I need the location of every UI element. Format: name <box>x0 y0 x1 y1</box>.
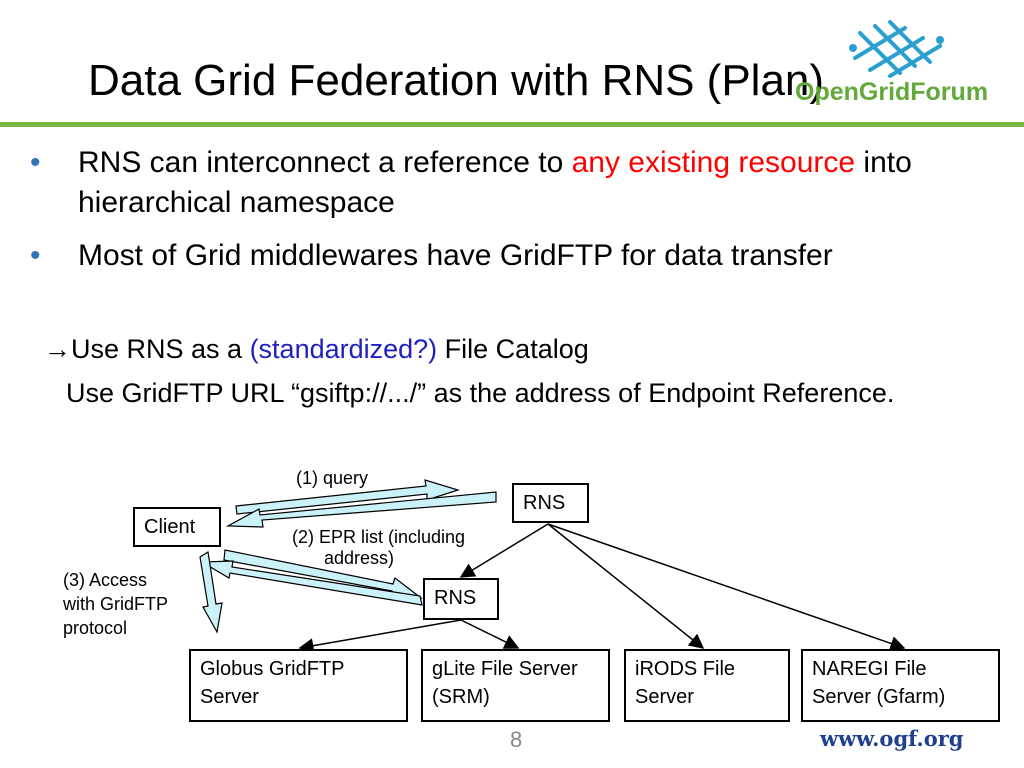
slide-title: Data Grid Federation with RNS (Plan) <box>88 56 825 105</box>
arrow-right-icon: → <box>44 334 71 364</box>
note-1-pre: Use RNS as a <box>71 334 250 364</box>
title-divider <box>0 122 1024 127</box>
rns-to-client-arrow <box>199 560 423 606</box>
note-1-post: File Catalog <box>437 334 589 364</box>
node-rns-mid: RNS <box>423 578 499 620</box>
label-access-line2: with GridFTP <box>63 594 169 614</box>
query-arrow <box>235 479 461 515</box>
edge-rns-top-to-rns-mid <box>459 523 549 578</box>
ogf-logo-text: OpenGridForum <box>795 78 989 106</box>
note-line-2: Use GridFTP URL “gsiftp://.../” as the a… <box>66 378 895 408</box>
edge-rns-mid-to-glite <box>460 619 520 649</box>
node-glite-file-server: gLite File Server (SRM) <box>421 649 610 722</box>
bullet-1-post: into hierarchical namespace <box>78 146 912 219</box>
node-rns-top: RNS <box>512 483 589 523</box>
node-irods-file-server: iRODS File Server <box>624 649 790 722</box>
edge-rns-mid-to-globus <box>298 619 462 654</box>
bullet-1-pre: RNS can interconnect a reference to <box>78 146 572 179</box>
epr-arrow <box>225 491 497 528</box>
bullet-dot-icon: • <box>30 239 41 272</box>
node-client: Client <box>133 507 221 547</box>
page-number: 8 <box>510 727 523 752</box>
access-arrow <box>199 551 223 634</box>
label-epr-line1: (2) EPR list (including <box>292 527 466 547</box>
bullet-1-highlight: any existing resource <box>571 146 856 179</box>
bullet-1: • RNS can interconnect a reference to an… <box>30 143 980 223</box>
label-access-line1: (3) Access <box>63 570 148 590</box>
label-epr-line2: address) <box>324 548 395 568</box>
label-query: (1) query <box>296 468 369 488</box>
website-url: www.ogf.org <box>820 726 964 751</box>
note-line-1: →Use RNS as a (standardized?) File Catal… <box>44 331 589 367</box>
bullet-dot-icon: • <box>30 146 41 179</box>
edge-rns-top-to-naregi <box>547 523 906 651</box>
bullet-2-text: Most of Grid middlewares have GridFTP fo… <box>78 239 833 272</box>
note-1-highlight: (standardized?) <box>249 334 438 364</box>
bullet-2: • Most of Grid middlewares have GridFTP … <box>30 236 980 276</box>
node-naregi-file-server: NAREGI File Server (Gfarm) <box>801 649 1000 722</box>
label-access-line3: protocol <box>63 618 128 638</box>
node-globus-gridftp-server: Globus GridFTP Server <box>189 649 408 722</box>
ogf-logo-icon <box>849 20 944 78</box>
edge-rns-top-to-irods <box>547 523 705 649</box>
